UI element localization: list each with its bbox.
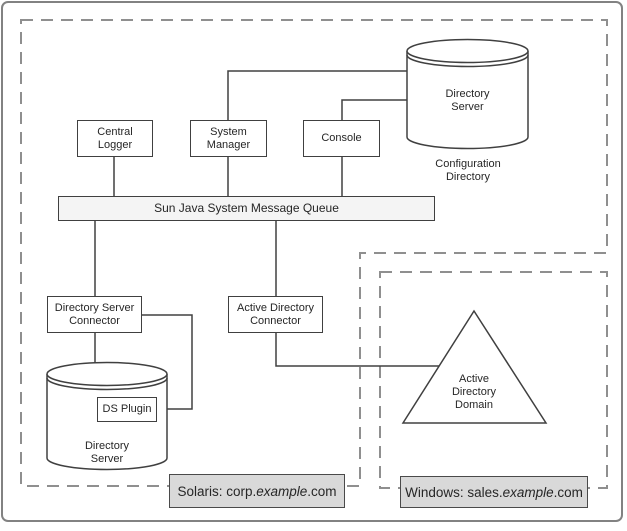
line-ad-connector-to-ad-domain [275,333,440,367]
cylinder-top [46,361,168,387]
line-ds-connector-to-ds-plugin [142,314,193,410]
windows-domain-label: Windows: sales.example.com [400,476,588,508]
directory-server-connector-node: Directory Server Connector [47,296,142,333]
active-directory-domain-triangle [401,309,548,424]
cylinder-rim [46,377,168,391]
system-manager-node: System Manager [190,120,267,157]
cylinder-top [406,38,529,64]
active-directory-connector-node: Active Directory Connector [228,296,323,333]
windows-domain-label-emphasis: example [502,484,554,500]
message-queue-bar: Sun Java System Message Queue [58,196,435,221]
solaris-domain-boundary [20,19,608,487]
active-directory-domain-label: Active Directory Domain [451,372,496,411]
line-console-to-config-directory [341,99,407,120]
solaris-domain-label-suffix: .com [307,483,337,499]
configuration-directory-server-cylinder [406,38,529,150]
solaris-domain-label-emphasis: example [256,483,308,499]
console-node: Console [303,120,380,157]
windows-domain-label-suffix: .com [553,484,583,500]
windows-domain-label-prefix: Windows: sales. [405,484,503,500]
cylinder-rim [406,54,529,68]
line-system-manager-to-config-directory [227,70,407,120]
local-directory-server-label: Directory Server [84,440,129,465]
central-logger-node: Central Logger [77,120,153,157]
configuration-directory-server-label: Directory Server [445,88,490,113]
ds-plugin-node: DS Plugin [97,397,157,422]
solaris-domain-label-prefix: Solaris: corp. [177,483,257,499]
configuration-directory-caption: Configuration Directory [435,158,501,183]
cylinder-body [406,51,529,150]
solaris-domain-label: Solaris: corp.example.com [169,474,345,508]
